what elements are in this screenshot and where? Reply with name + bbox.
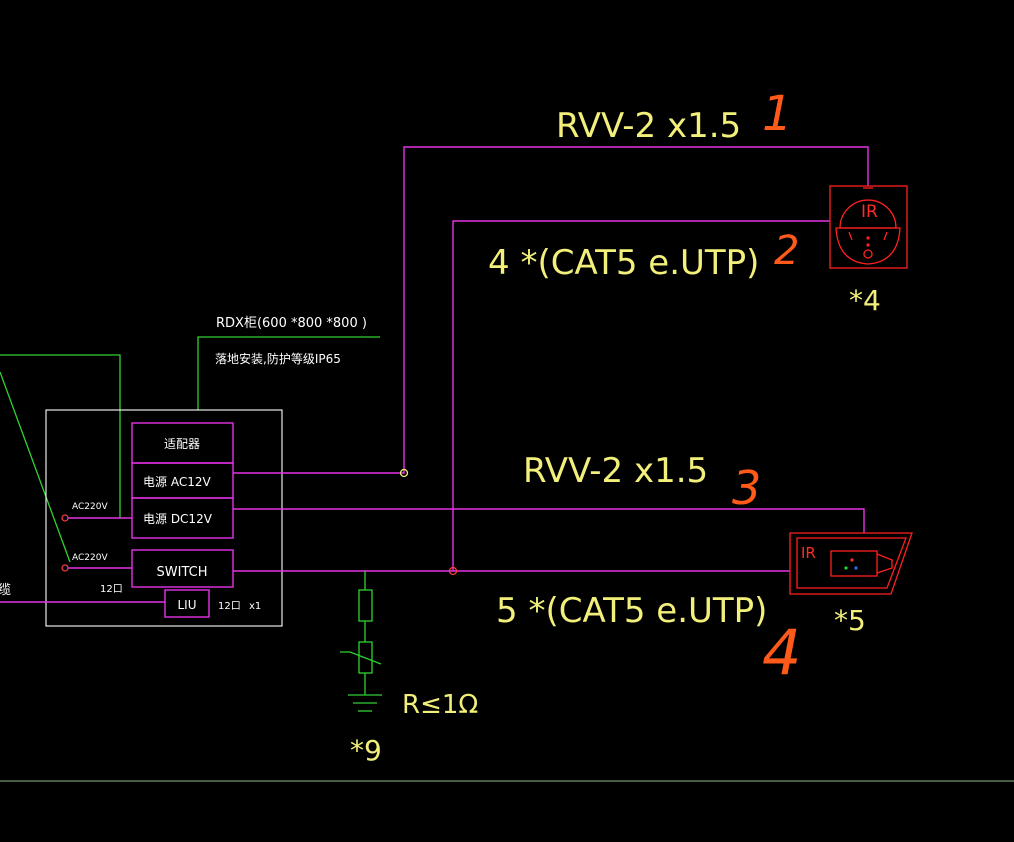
- ground-fuse: [358, 589, 373, 622]
- port-qty-label: x1: [249, 601, 261, 612]
- bullet-camera-lens: [876, 553, 893, 574]
- dome-camera-frame: [829, 185, 908, 269]
- junction-power: [399, 468, 409, 478]
- cabinet-title: RDX柜(600 *800 *800 ): [216, 316, 367, 331]
- bullet-camera-led-blue: [854, 566, 858, 570]
- adapter-label: 适配器: [164, 437, 200, 451]
- cabinet-outline: [45, 409, 283, 627]
- terminal-ac-top: [61, 514, 69, 522]
- bullet-camera-led-red: [850, 558, 854, 562]
- dome-camera-lens: [863, 249, 873, 259]
- cable-label-power-bottom: RVV-2 x1.5: [523, 451, 708, 491]
- annotation-mark-1: 1: [762, 86, 793, 142]
- grounding-symbol: [340, 571, 382, 712]
- dome-camera-led-2: [866, 243, 870, 247]
- terminal-ac-bottom: [61, 564, 69, 572]
- switch-label: SWITCH: [157, 565, 208, 580]
- dome-camera-led-1: [866, 236, 870, 240]
- ac220-label-top: AC220V: [72, 502, 108, 512]
- handwritten-annotations: 1 2 3 4: [732, 86, 801, 689]
- annotation-mark-2: 2: [774, 228, 799, 274]
- green-wiring: [0, 336, 380, 563]
- dome-camera-qty: *4: [849, 284, 881, 317]
- bullet-camera-ir-label: IR: [801, 544, 816, 562]
- dome-camera-tick-left: [848, 231, 853, 241]
- green-wire-ac-feed: [0, 354, 121, 518]
- dome-camera-dome: [839, 199, 897, 229]
- junction-data: [448, 566, 458, 576]
- port-label-right: 12口: [218, 601, 241, 612]
- green-wire-diagonal: [0, 371, 71, 563]
- ground-qty-label: *9: [350, 734, 382, 767]
- cabinet-note: 落地安装,防护等级IP65: [215, 351, 341, 366]
- liu-label: LIU: [177, 598, 196, 612]
- annotation-mark-4: 4: [762, 616, 801, 689]
- bullet-camera-led-green: [844, 566, 848, 570]
- ac220-label-bottom: AC220V: [72, 553, 108, 563]
- cable-label-data-bottom: 5 *(CAT5 e.UTP): [496, 591, 767, 631]
- ground-resistance-label: R≤1Ω: [402, 690, 478, 720]
- dome-camera-ir-label: IR: [861, 202, 878, 222]
- annotation-mark-3: 3: [732, 461, 761, 515]
- wire-data-top: [452, 220, 830, 571]
- dome-camera-tick-right: [883, 231, 888, 241]
- psu-dc-label: 电源 DC12V: [143, 512, 213, 526]
- dome-camera: [829, 185, 908, 269]
- cable-label-data-top: 4 *(CAT5 e.UTP): [488, 243, 759, 283]
- bullet-camera: [789, 532, 913, 595]
- wire-power-top: [233, 146, 869, 474]
- port-label-left: 12口: [100, 584, 123, 595]
- left-cut-text: 缆: [0, 582, 11, 598]
- green-leader-cabinet: [197, 336, 380, 410]
- psu-ac-label: 电源 AC12V: [143, 475, 211, 489]
- bullet-camera-inner-frame: [796, 537, 907, 589]
- cable-label-power-top: RVV-2 x1.5: [556, 106, 741, 146]
- bullet-camera-body: [830, 550, 878, 577]
- magenta-wiring: [233, 146, 869, 576]
- liu-box: [164, 589, 210, 618]
- bullet-camera-frame: [789, 532, 913, 595]
- rdx-cabinet: [0, 409, 283, 627]
- ground-varistor-slash: [340, 651, 382, 665]
- wire-power-bottom: [233, 508, 865, 533]
- dome-camera-body: [835, 227, 901, 265]
- bullet-camera-qty: *5: [834, 604, 866, 637]
